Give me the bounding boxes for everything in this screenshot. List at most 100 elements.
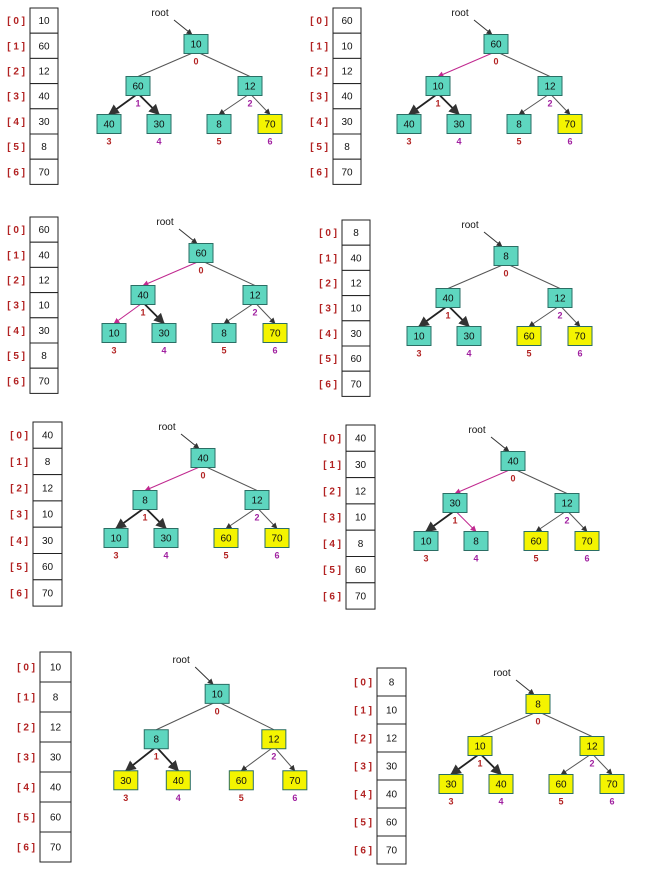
array-cell	[39, 831, 72, 863]
root-label: root	[173, 655, 190, 666]
array-index: [ 2 ]	[310, 67, 328, 78]
node-value: 70	[564, 120, 576, 131]
node-position-label: 0	[193, 57, 198, 67]
tree-node: 403	[396, 114, 422, 147]
node-value: 8	[142, 496, 148, 507]
node-value: 30	[153, 120, 165, 131]
tree-node: 122	[261, 729, 287, 762]
node-box	[190, 448, 216, 468]
node-position-label: 4	[156, 137, 161, 147]
node-position-label: 3	[416, 349, 421, 359]
tree-node: 401	[130, 285, 156, 318]
array-index: [ 3 ]	[7, 301, 25, 312]
node-position-label: 1	[452, 516, 457, 526]
node-box	[525, 694, 551, 714]
array-index: [ 3 ]	[319, 304, 337, 315]
tree-node: 122	[242, 285, 268, 318]
node-value: 12	[251, 496, 263, 507]
array-column: 60[ 0 ]40[ 1 ]12[ 2 ]10[ 3 ]30[ 4 ]8[ 5 …	[7, 216, 59, 394]
tree-edge	[256, 507, 278, 529]
node-position-label: 1	[154, 752, 159, 762]
node-value: 12	[244, 82, 256, 93]
array-value: 8	[53, 693, 59, 704]
array-cell	[32, 579, 63, 607]
node-box	[425, 76, 451, 96]
array-value: 40	[350, 253, 362, 264]
tree-edge	[273, 746, 296, 772]
tree-node: 85	[506, 114, 532, 147]
array-value: 60	[355, 565, 367, 576]
array-value: 8	[353, 228, 359, 239]
panel-8: 8[ 0 ]10[ 1 ]12[ 2 ]30[ 3 ]40[ 4 ]60[ 5 …	[354, 667, 625, 865]
node-value: 70	[606, 780, 618, 791]
tree-edge	[437, 51, 497, 78]
tree-node: 706	[574, 531, 600, 564]
node-position-label: 2	[271, 752, 276, 762]
node-position-label: 3	[111, 346, 116, 356]
array-index: [ 0 ]	[354, 678, 372, 689]
node-position-label: 0	[503, 269, 508, 279]
array-column: 10[ 0 ]8[ 1 ]12[ 2 ]30[ 3 ]40[ 4 ]60[ 5 …	[17, 651, 72, 863]
panel-3: 60[ 0 ]40[ 1 ]12[ 2 ]10[ 3 ]30[ 4 ]8[ 5 …	[7, 216, 288, 394]
array-index: [ 6 ]	[319, 379, 337, 390]
node-box	[456, 326, 482, 346]
array-index: [ 5 ]	[319, 354, 337, 365]
array-cell	[29, 216, 59, 243]
tree-edge	[240, 746, 275, 772]
tree-node: 303	[113, 770, 139, 803]
array-index: [ 4 ]	[7, 326, 25, 337]
tree-edge	[137, 51, 197, 77]
array-column: 40[ 0 ]8[ 1 ]12[ 2 ]10[ 3 ]30[ 4 ]60[ 5 …	[10, 421, 63, 607]
tree-edge	[454, 468, 514, 495]
array-value: 30	[386, 762, 398, 773]
node-box	[438, 774, 464, 794]
tree-node: 122	[547, 288, 573, 321]
node-box	[211, 323, 237, 343]
root-pointer-arrow	[194, 666, 214, 685]
array-cell	[332, 158, 362, 185]
tree-node: 605	[523, 531, 549, 564]
array-index: [ 1 ]	[354, 706, 372, 717]
node-box	[151, 323, 177, 343]
array-index: [ 0 ]	[319, 228, 337, 239]
node-value: 70	[271, 534, 283, 545]
node-value: 60	[530, 537, 542, 548]
node-position-label: 6	[272, 346, 277, 356]
node-value: 8	[535, 700, 541, 711]
array-cell	[345, 503, 376, 531]
node-value: 30	[120, 776, 132, 787]
node-position-label: 2	[254, 513, 259, 523]
root-pointer-arrow	[173, 19, 193, 35]
array-value: 40	[355, 434, 367, 445]
panel-6: 40[ 0 ]30[ 1 ]12[ 2 ]10[ 3 ]8[ 4 ]60[ 5 …	[323, 424, 600, 610]
node-position-label: 3	[106, 137, 111, 147]
tree-edge	[218, 93, 251, 115]
node-box	[547, 288, 573, 308]
array-value: 30	[50, 753, 62, 764]
array-cell	[32, 421, 63, 449]
node-box	[282, 770, 308, 791]
array-index: [ 6 ]	[7, 167, 25, 178]
tree-edge	[202, 465, 258, 491]
node-box	[204, 683, 230, 704]
tree-edge	[447, 263, 507, 289]
node-value: 10	[212, 689, 224, 700]
node-value: 60	[236, 776, 248, 787]
tree-node: 706	[257, 114, 283, 147]
node-value: 70	[269, 329, 281, 340]
node-value: 10	[432, 82, 444, 93]
node-box	[257, 114, 283, 134]
node-position-label: 6	[584, 554, 589, 564]
tree-node: 85	[211, 323, 237, 356]
array-index: [ 2 ]	[7, 276, 25, 287]
node-box	[599, 774, 625, 794]
node-value: 30	[158, 329, 170, 340]
tree-node: 84	[463, 531, 489, 564]
array-value: 12	[42, 483, 54, 494]
array-cell	[32, 500, 63, 528]
root-label: root	[461, 220, 478, 231]
array-value: 30	[38, 326, 50, 337]
node-position-label: 0	[535, 717, 540, 727]
tree-edge	[454, 510, 477, 532]
node-box	[406, 326, 432, 346]
